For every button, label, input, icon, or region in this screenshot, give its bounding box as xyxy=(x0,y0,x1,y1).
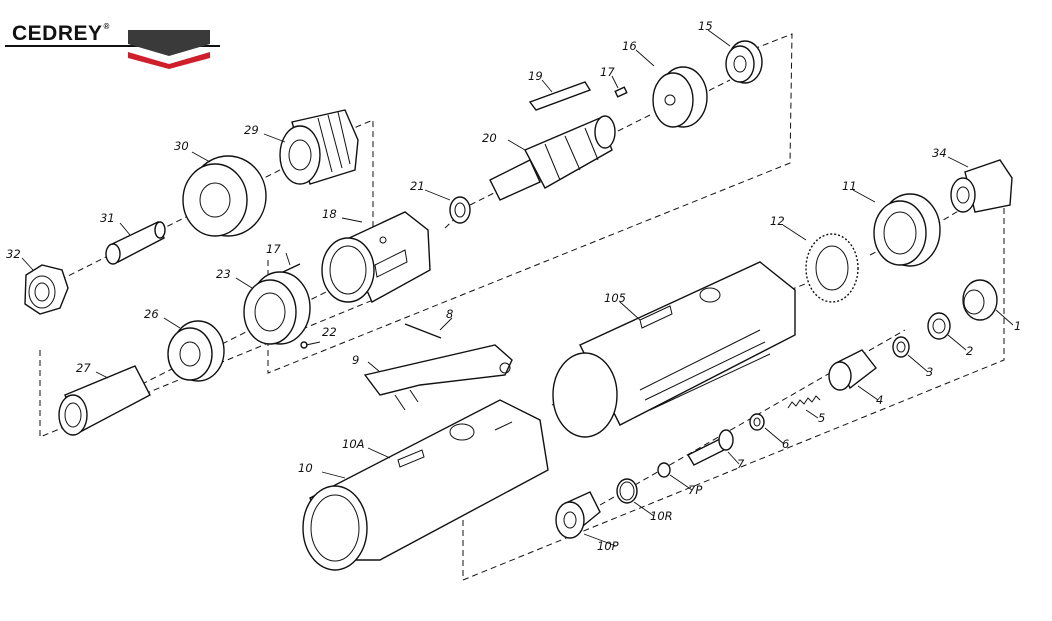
part-23-end-plate xyxy=(243,271,311,345)
part-7p-o-ring xyxy=(657,462,671,478)
brand-logo-text: CEDREY® xyxy=(12,22,110,46)
part-3-washer xyxy=(892,336,910,358)
part-1-bushing xyxy=(962,279,998,321)
part-27-spindle xyxy=(58,365,151,436)
part-10r-ring xyxy=(616,478,638,504)
label-10p: 10P xyxy=(597,539,619,553)
registered-mark: ® xyxy=(103,22,110,31)
label-2: 2 xyxy=(966,344,973,358)
part-16-end-plate xyxy=(652,66,708,128)
label-17-top: 17 xyxy=(600,65,615,79)
label-19: 19 xyxy=(528,69,543,83)
part-12-gasket xyxy=(805,233,859,303)
part-31-collet xyxy=(105,221,166,265)
part-32-nut xyxy=(24,264,69,315)
label-5: 5 xyxy=(818,411,825,425)
label-1: 1 xyxy=(1014,319,1021,333)
part-17-pin-top xyxy=(614,86,628,98)
label-16: 16 xyxy=(622,39,637,53)
part-19-vane xyxy=(528,81,592,111)
label-20: 20 xyxy=(482,131,497,145)
label-34: 34 xyxy=(932,146,947,160)
callout-labels: 32 31 30 29 17 23 26 27 22 18 21 20 19 1… xyxy=(6,19,1021,553)
label-10: 10 xyxy=(298,461,313,475)
label-11: 11 xyxy=(842,179,857,193)
label-10r: 10R xyxy=(650,509,673,523)
part-26-bearing xyxy=(167,320,225,382)
part-30-ring xyxy=(182,155,267,237)
logo-bar-dark xyxy=(128,30,210,56)
part-5-spring xyxy=(787,395,821,409)
part-105-housing xyxy=(552,261,796,438)
label-12: 12 xyxy=(770,214,785,228)
part-18-cylinder xyxy=(321,211,431,303)
label-3: 3 xyxy=(926,365,933,379)
label-8: 8 xyxy=(446,307,453,321)
label-9: 9 xyxy=(352,353,359,367)
label-22: 22 xyxy=(322,325,337,339)
part-20-rotor xyxy=(489,115,616,201)
label-21: 21 xyxy=(410,179,425,193)
part-8-pin xyxy=(404,323,442,339)
part-34-fitting xyxy=(950,159,1013,213)
part-10p-plug xyxy=(555,491,601,539)
part-4-valve-body xyxy=(828,349,877,391)
label-18: 18 xyxy=(322,207,337,221)
part-2-washer xyxy=(927,312,951,340)
part-10-housing xyxy=(302,399,549,571)
label-10a: 10A xyxy=(342,437,365,451)
label-30: 30 xyxy=(174,139,189,153)
label-7: 7 xyxy=(737,457,745,471)
part-17-pin xyxy=(282,263,301,273)
assembly-axis-lines xyxy=(39,33,1005,581)
label-7p: 7P xyxy=(688,483,702,497)
label-17-left: 17 xyxy=(266,242,281,256)
label-32: 32 xyxy=(6,247,21,261)
logo-bar-red xyxy=(128,52,210,69)
label-4: 4 xyxy=(876,393,883,407)
label-29: 29 xyxy=(244,123,259,137)
part-15-bearing xyxy=(725,40,763,84)
part-21-washer xyxy=(449,196,471,224)
label-31: 31 xyxy=(100,211,115,225)
label-27: 27 xyxy=(76,361,91,375)
label-6: 6 xyxy=(782,437,789,451)
label-23: 23 xyxy=(216,267,231,281)
leader-lines xyxy=(21,29,1014,547)
brand-logo xyxy=(5,30,220,69)
label-26: 26 xyxy=(144,307,159,321)
part-29-threaded-sleeve xyxy=(279,109,359,185)
brand-name: CEDREY xyxy=(12,22,103,45)
part-6-washer xyxy=(749,413,765,431)
part-11-cap xyxy=(873,193,941,267)
part-7-valve-stem xyxy=(687,429,734,466)
part-9-lever xyxy=(363,344,513,411)
label-105: 105 xyxy=(604,291,626,305)
label-15: 15 xyxy=(698,19,713,33)
